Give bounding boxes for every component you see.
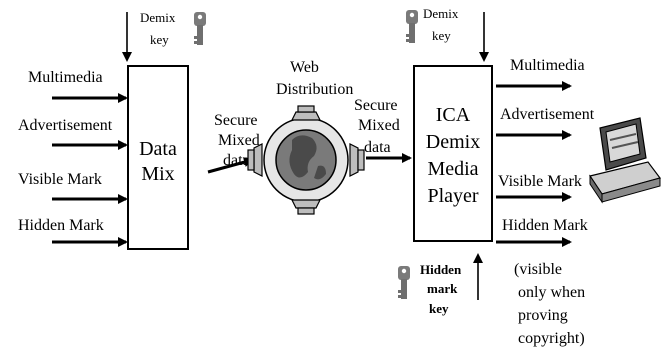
- hidden-mark-key-label-3: key: [429, 301, 449, 316]
- globe-icon: [247, 105, 365, 215]
- input-multimedia-label: Multimedia: [28, 69, 103, 86]
- demix-key-left-label-1: Demix: [140, 10, 176, 25]
- note-line-1: (visible: [514, 261, 562, 278]
- key-icon: [398, 266, 410, 299]
- note-line-3: proving: [518, 307, 568, 324]
- hidden-mark-key-label-1: Hidden: [420, 262, 462, 277]
- output-visible-mark-label: Visible Mark: [498, 173, 582, 190]
- note-line-2: only when: [518, 284, 585, 301]
- key-icon: [194, 12, 206, 45]
- input-advertisement-label: Advertisement: [18, 117, 113, 134]
- hidden-mark-key-label-2: mark: [427, 281, 458, 296]
- secure-right-label-3: data: [364, 139, 391, 156]
- player-label-4: Player: [427, 185, 478, 207]
- note-line-4: copyright): [518, 330, 585, 347]
- output-advertisement-label: Advertisement: [500, 106, 595, 123]
- data-mix-label-1: Data: [139, 138, 177, 160]
- player-label-1: ICA: [436, 104, 471, 126]
- output-hidden-mark-label: Hidden Mark: [502, 217, 588, 234]
- input-visible-mark-label: Visible Mark: [18, 171, 102, 188]
- demix-key-right-label-2: key: [432, 28, 451, 43]
- player-box: [413, 65, 493, 242]
- secure-left-label-2: Mixed: [218, 132, 260, 149]
- player-label-2: Demix: [426, 131, 480, 153]
- computer-icon: [589, 117, 662, 204]
- output-multimedia-label: Multimedia: [510, 57, 585, 74]
- demix-key-left-label-2: key: [150, 32, 169, 47]
- input-hidden-mark-label: Hidden Mark: [18, 217, 104, 234]
- data-mix-box: [127, 65, 189, 250]
- demix-key-right-label-1: Demix: [423, 6, 459, 21]
- secure-left-label-1: Secure: [214, 112, 258, 129]
- web-distribution-label-2: Distribution: [276, 81, 353, 98]
- key-icon: [406, 10, 418, 43]
- player-label-3: Media: [427, 158, 478, 180]
- secure-right-label-1: Secure: [354, 97, 398, 114]
- secure-right-label-2: Mixed: [358, 117, 400, 134]
- secure-left-arrow: [207, 157, 254, 174]
- web-distribution-label-1: Web: [290, 59, 319, 76]
- data-mix-label-2: Mix: [141, 163, 174, 185]
